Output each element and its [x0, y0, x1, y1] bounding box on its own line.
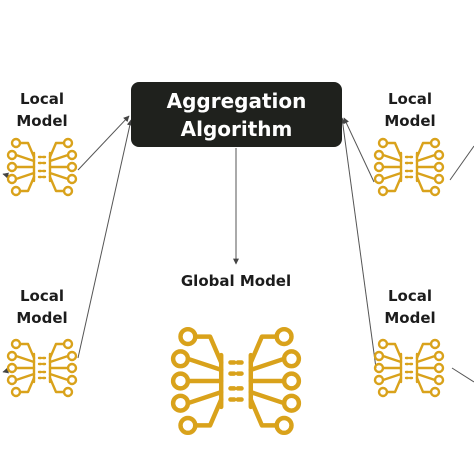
- neural-network-icon: [173, 329, 299, 433]
- aggregation-line1: Aggregation: [166, 88, 307, 113]
- aggregation-algorithm-box: Aggregation Algorithm: [131, 82, 342, 147]
- local-model-label-top-left: Local Model: [16, 90, 68, 130]
- arrow-local-bottom-right: [339, 117, 377, 369]
- arrow-local-top-right: [343, 117, 375, 183]
- neural-network-icon: [6, 137, 78, 197]
- arrow-edge-right-bottom: [451, 367, 474, 383]
- local-model-label-top-right: Local Model: [384, 90, 436, 130]
- global-model-label: Global Model: [180, 272, 292, 290]
- aggregation-line2: Algorithm: [180, 116, 293, 141]
- local-model-label-bottom-left: Local Model: [16, 287, 68, 327]
- neural-network-icon: [373, 137, 445, 197]
- arrows: [2, 115, 474, 383]
- arrow-local-top-left: [77, 115, 130, 171]
- neural-network-icon: [373, 338, 445, 398]
- arrow-edge-right-top: [449, 145, 474, 181]
- neural-network-icon: [6, 338, 78, 398]
- arrow-local-bottom-left: [77, 119, 133, 359]
- local-model-label-bottom-right: Local Model: [384, 287, 436, 327]
